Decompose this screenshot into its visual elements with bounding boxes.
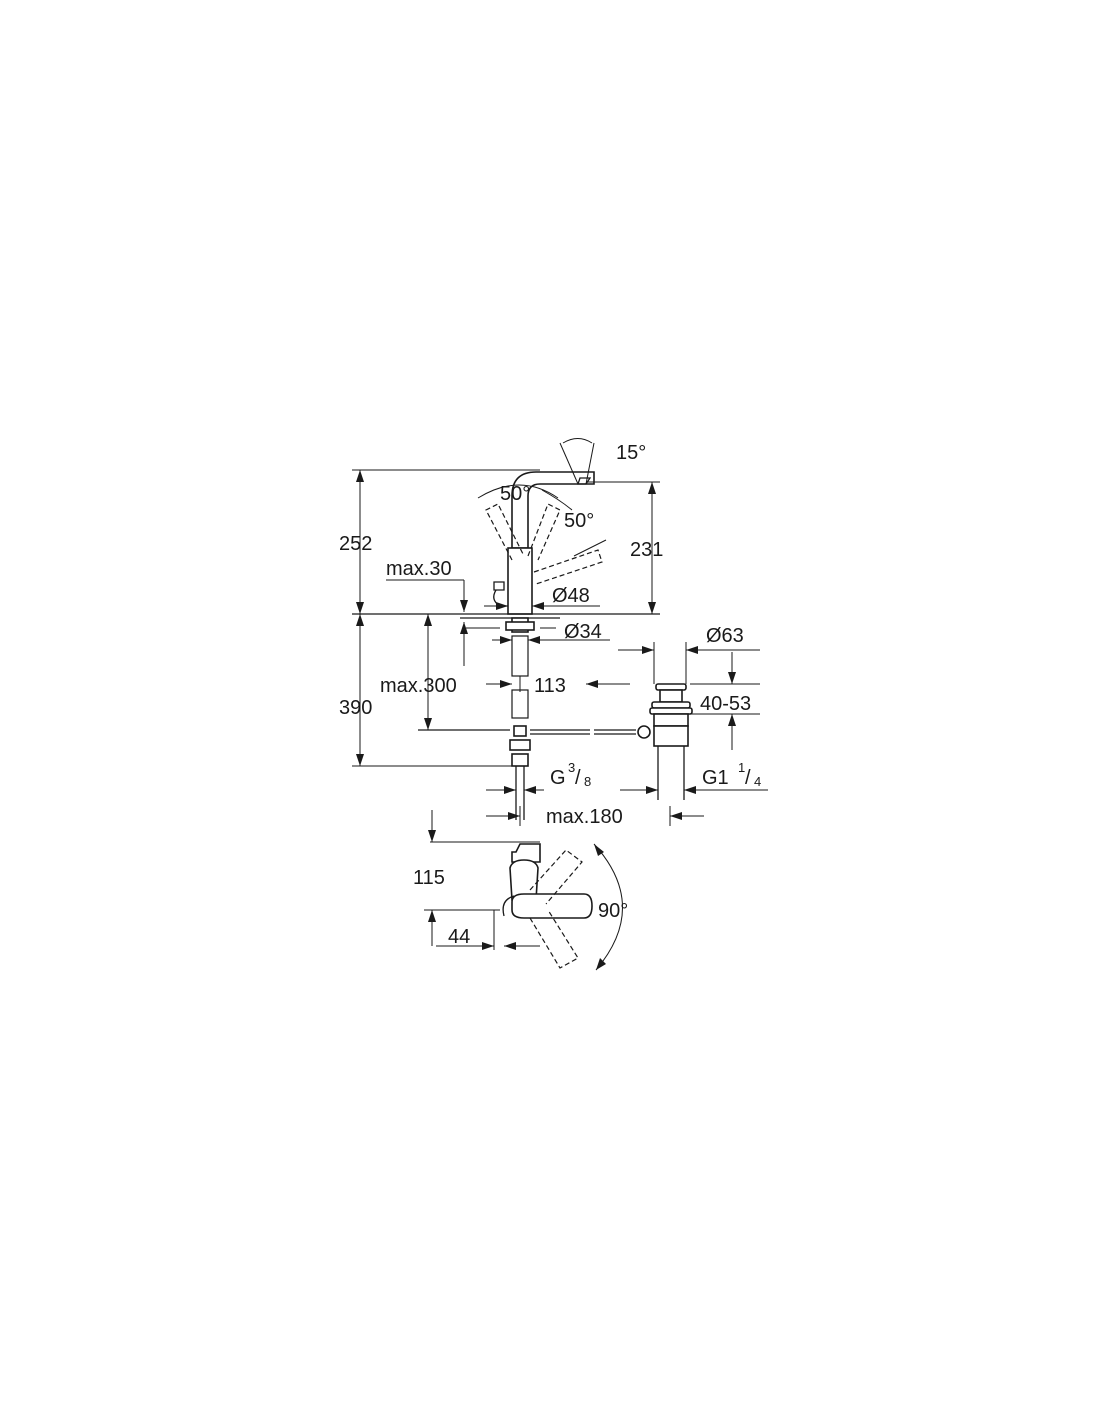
label-height-390: 390 [339, 697, 372, 719]
label-conn-g-num: 3 [568, 760, 575, 775]
dimension-lines [356, 470, 768, 826]
label-conn-g1-num: 1 [738, 760, 745, 775]
faucet-side-view [352, 438, 660, 820]
label-conn-g1-base: G1 [702, 767, 729, 789]
label-conn-g-den: 8 [584, 774, 591, 789]
label-113: 113 [534, 675, 566, 697]
label-height-231: 231 [630, 539, 663, 561]
label-dia-34: Ø34 [564, 621, 602, 643]
label-conn-g-3-8: G 3 / 8 [550, 760, 591, 789]
label-angle-90: 90° [598, 900, 628, 922]
label-conn-g-base: G [550, 767, 566, 789]
label-waste-range: 40-53 [700, 693, 751, 715]
label-conn-g1-1-4: G1 1 / 4 [702, 760, 761, 789]
label-dia-48: Ø48 [552, 585, 590, 607]
label-dia-63: Ø63 [706, 625, 744, 647]
label-conn-g1-den: 4 [754, 774, 761, 789]
waste-assembly [637, 642, 760, 800]
svg-text:/: / [575, 767, 581, 789]
label-max-180: max.180 [546, 806, 623, 828]
label-115: 115 [413, 867, 445, 889]
label-max-300: max.300 [380, 675, 457, 697]
faucet-top-view [424, 810, 623, 971]
dimension-labels: 15° 50° 50° 252 231 max.30 Ø48 Ø34 Ø63 m… [339, 442, 761, 948]
label-max-30: max.30 [386, 558, 452, 580]
label-angle-50-right: 50° [564, 510, 594, 532]
label-height-252: 252 [339, 533, 372, 555]
label-angle-50-left: 50° [500, 483, 530, 505]
label-angle-15: 15° [616, 442, 646, 464]
label-44: 44 [448, 926, 470, 948]
svg-text:/: / [745, 767, 751, 789]
